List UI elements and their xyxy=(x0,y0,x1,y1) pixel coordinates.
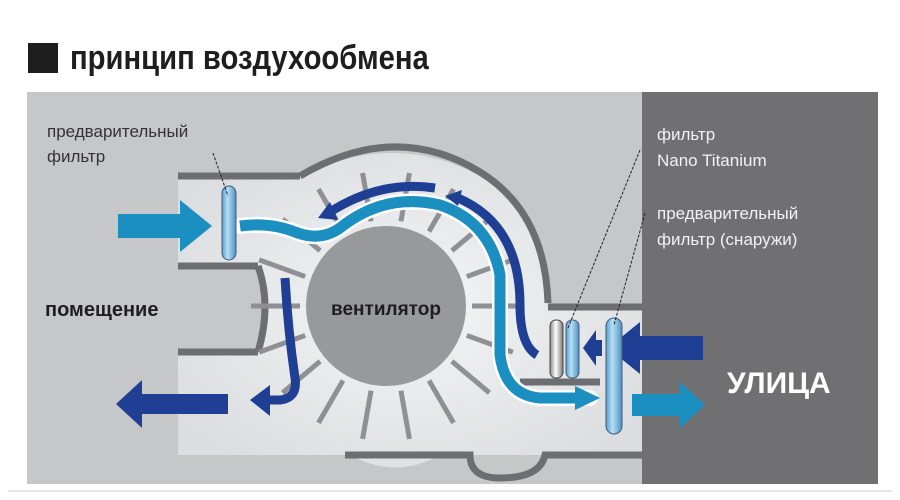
fan-label: вентилятор xyxy=(331,299,441,320)
fan-blade xyxy=(450,359,492,395)
nano-titanium-filter-white xyxy=(549,319,564,379)
nano-filter-label-line2: Nano Titanium xyxy=(657,151,767,170)
exhaust-top-flow xyxy=(327,181,436,216)
street-label: УЛИЦА xyxy=(727,367,831,400)
exhaust-left-arrowhead xyxy=(250,385,270,416)
fresh-air-outlet-arrow xyxy=(632,382,705,428)
exhaust-outlet-arrow xyxy=(116,380,228,428)
exhaust-upper-arrowhead xyxy=(445,190,462,206)
exhaust-upper-flow xyxy=(456,193,540,359)
bottom-divider xyxy=(8,490,892,492)
exhaust-inlet-arrow xyxy=(608,322,703,374)
prefilter-label-line1: предварительный xyxy=(47,122,188,141)
outside-prefilter-label-line1: предварительный xyxy=(657,204,798,223)
nano-filter-label-line1: фильтр xyxy=(657,125,715,144)
diagram-title-row: принцип воздухообмена xyxy=(28,38,487,78)
fresh-air-duct-arrowhead xyxy=(575,386,600,410)
fan-blade xyxy=(316,379,346,425)
exhaust-air-stream xyxy=(116,181,703,428)
room-label: помещение xyxy=(45,299,158,321)
fresh-air-stream xyxy=(118,193,705,428)
fan-blade xyxy=(398,390,412,440)
title-bullet-square xyxy=(28,43,58,73)
fan-blade xyxy=(258,333,307,355)
fan-blades xyxy=(251,172,521,440)
outside-prefilter-label-line2: фильтр (снаружи) xyxy=(657,230,797,249)
fan-blade xyxy=(426,379,456,425)
fan-body xyxy=(306,226,466,386)
fan-blade xyxy=(360,390,374,440)
fan-blade xyxy=(280,359,322,395)
exhaust-left-flow xyxy=(265,277,300,405)
leader-lines xyxy=(212,149,646,329)
nano-titanium-filter-blue xyxy=(565,319,580,379)
exhaust-top-arrowhead xyxy=(318,202,338,220)
fan-blade xyxy=(258,257,307,279)
fresh-air-inlet-arrow xyxy=(118,200,212,252)
fresh-air-duct-flow-core xyxy=(239,196,578,404)
prefilter-label-line2: фильтр xyxy=(47,147,105,166)
exhaust-inner-arrow xyxy=(583,330,602,366)
diagram-title: принцип воздухообмена xyxy=(70,38,429,77)
outside-prefilter-element xyxy=(605,317,623,435)
prefilter-element xyxy=(221,185,237,261)
